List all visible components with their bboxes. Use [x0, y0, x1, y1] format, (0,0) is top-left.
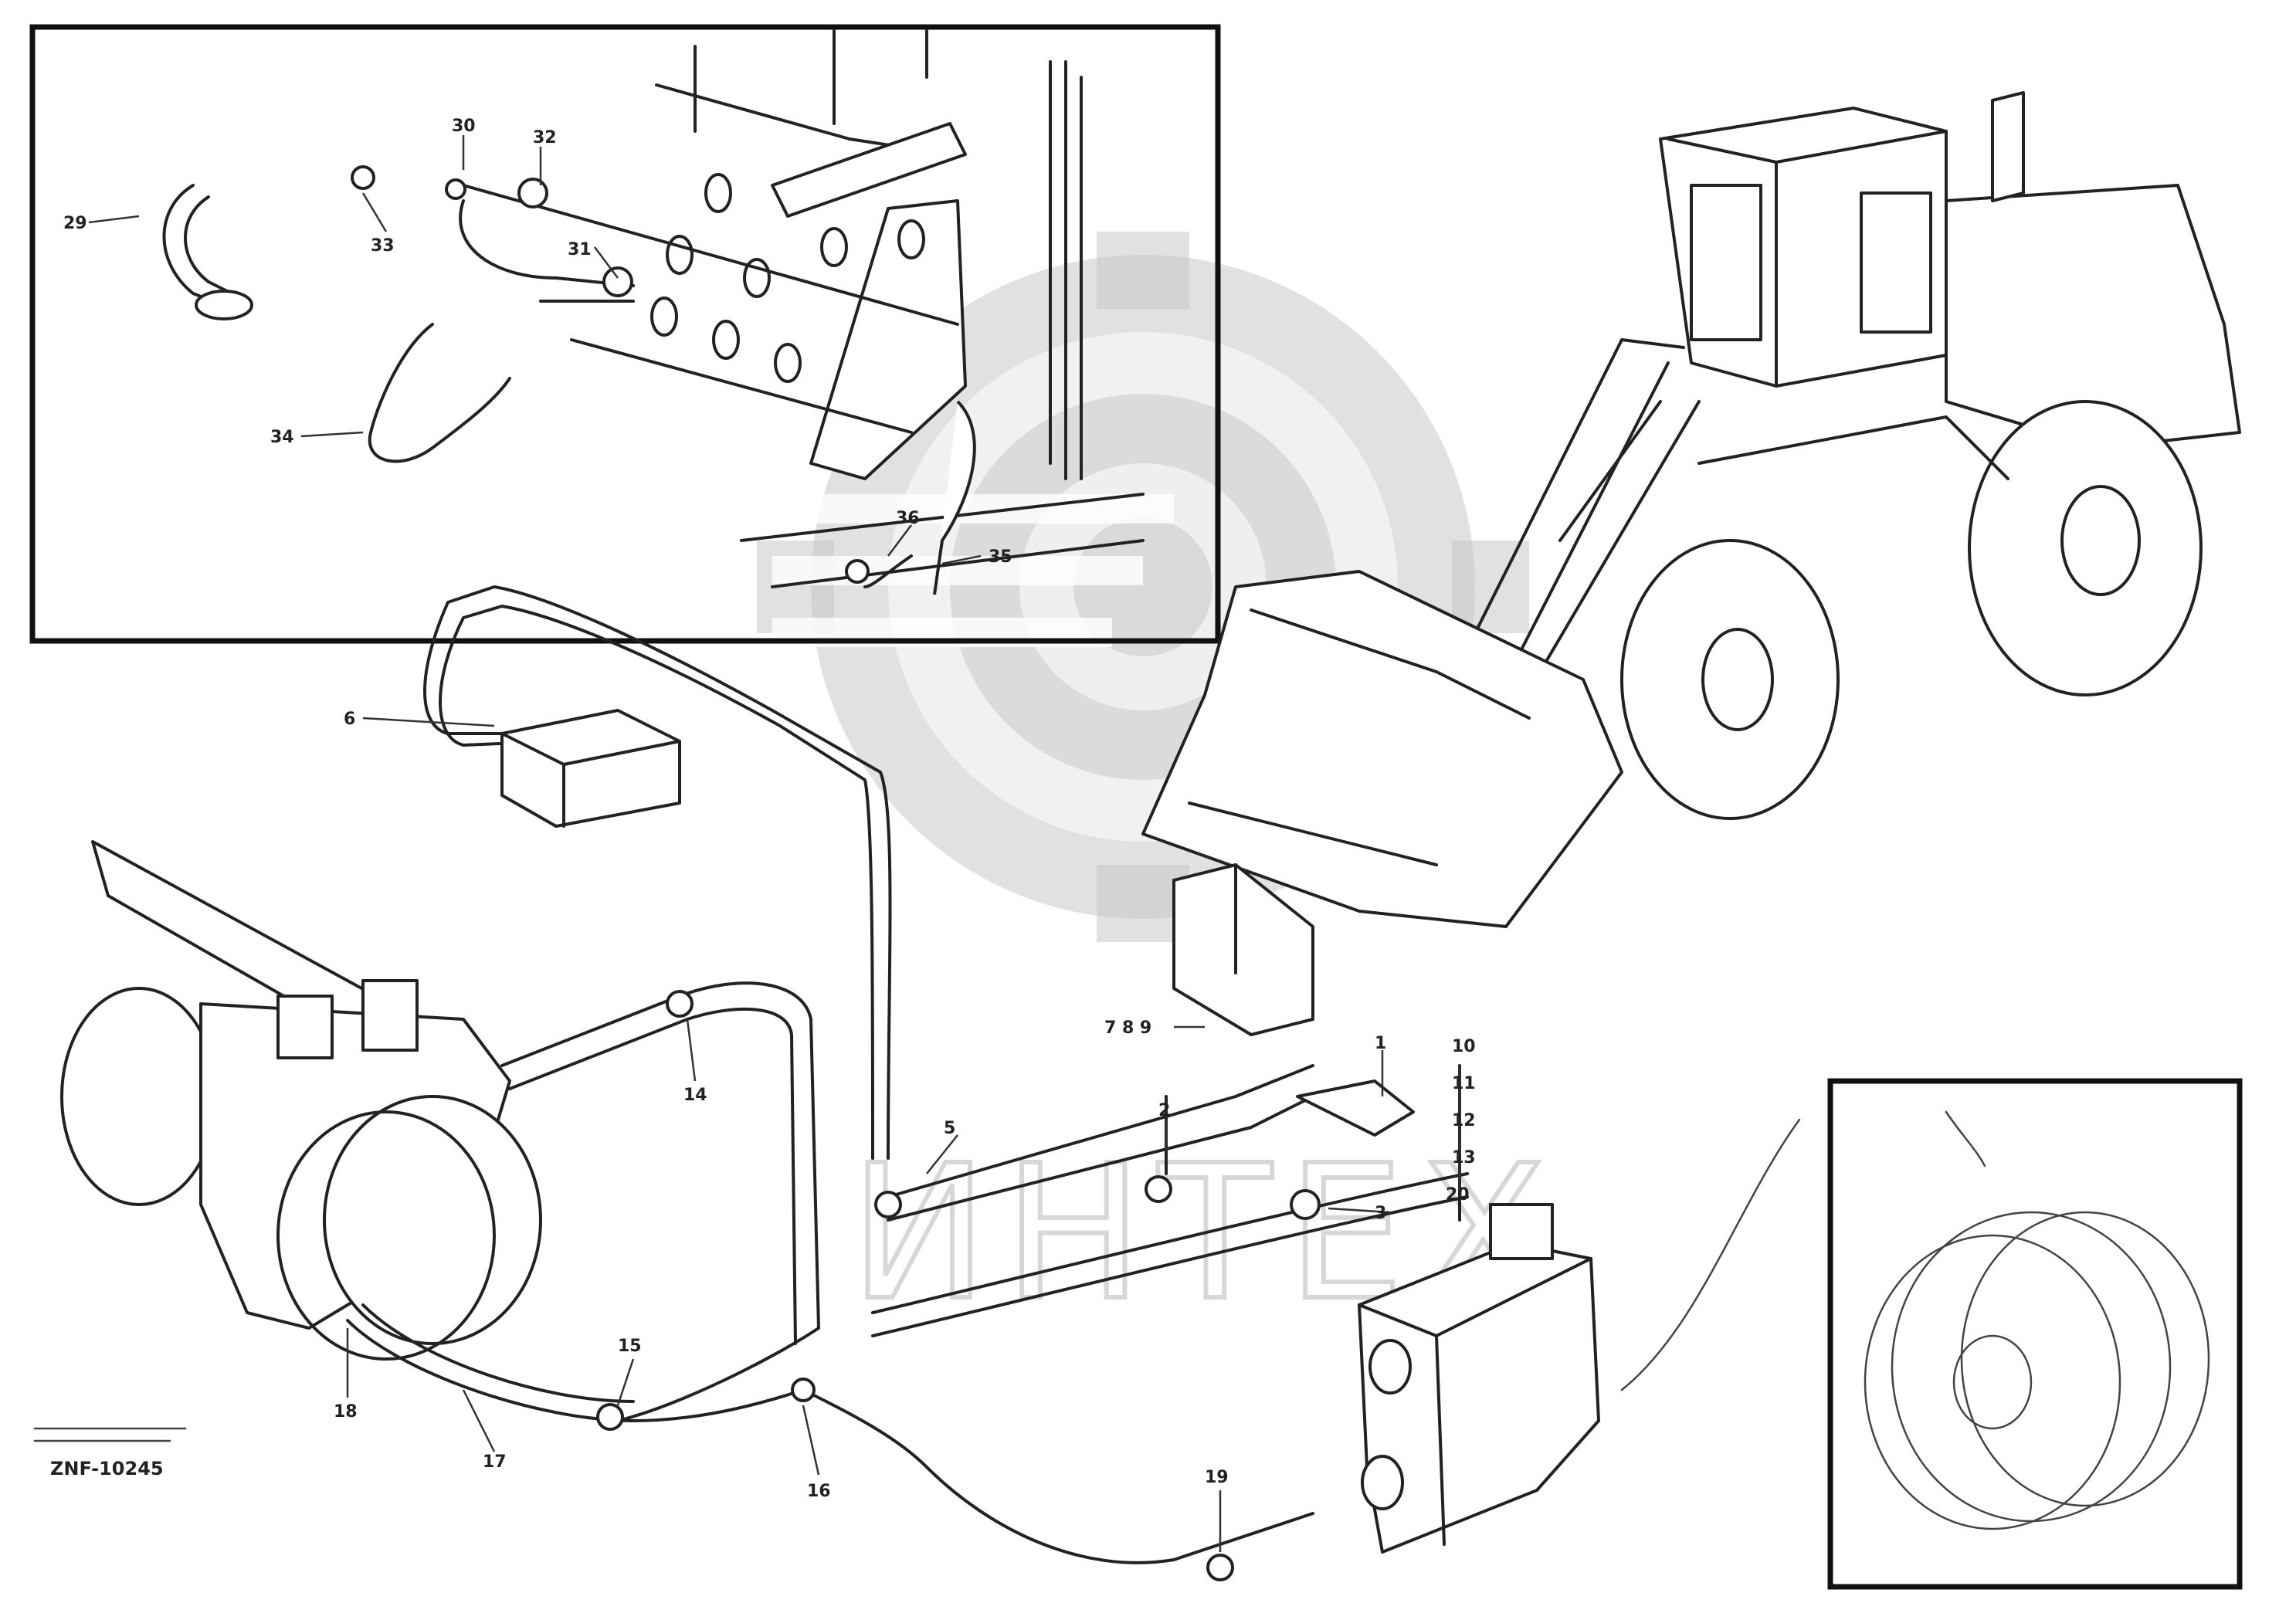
callout-5: 5 [944, 1119, 955, 1138]
drawing-id-block: ZNF-10245 [33, 1427, 187, 1479]
callout-7-8-9: 7 8 9 [1104, 1018, 1151, 1038]
wheel-loader-illustration [1141, 91, 2241, 928]
callout-18: 18 [334, 1402, 358, 1422]
callout-12: 12 [1452, 1111, 1476, 1130]
callout-13: 13 [1452, 1148, 1476, 1168]
callout-1: 1 [1375, 1034, 1386, 1053]
callout-36: 36 [896, 509, 920, 528]
callout-3: 3 [1375, 1204, 1386, 1223]
inset-detail-bottom-right [1620, 1078, 2243, 1590]
callout-20: 20 [1446, 1185, 1470, 1205]
drawing-id: ZNF-10245 [50, 1458, 164, 1479]
inset-detail-top-left [29, 24, 1221, 644]
callout-19: 19 [1205, 1468, 1229, 1487]
callout-32: 32 [533, 128, 557, 147]
callout-34: 34 [270, 428, 294, 447]
callout-31: 31 [568, 240, 592, 259]
callout-11: 11 [1452, 1074, 1476, 1093]
callout-17: 17 [483, 1452, 507, 1472]
callout-16: 16 [807, 1482, 831, 1501]
callout-29: 29 [63, 214, 87, 233]
callout-35: 35 [989, 547, 1012, 567]
callout-15: 15 [618, 1337, 642, 1356]
callout-30: 30 [452, 117, 476, 136]
callout-6: 6 [344, 710, 355, 729]
callout-2: 2 [1158, 1101, 1170, 1120]
callout-10: 10 [1452, 1037, 1476, 1056]
callout-33: 33 [371, 236, 395, 256]
callouts: 29 30 32 33 31 34 35 36 6 7 8 9 1 10 11 … [63, 117, 1476, 1552]
main-assembly [60, 585, 1600, 1581]
callout-14: 14 [683, 1086, 707, 1105]
